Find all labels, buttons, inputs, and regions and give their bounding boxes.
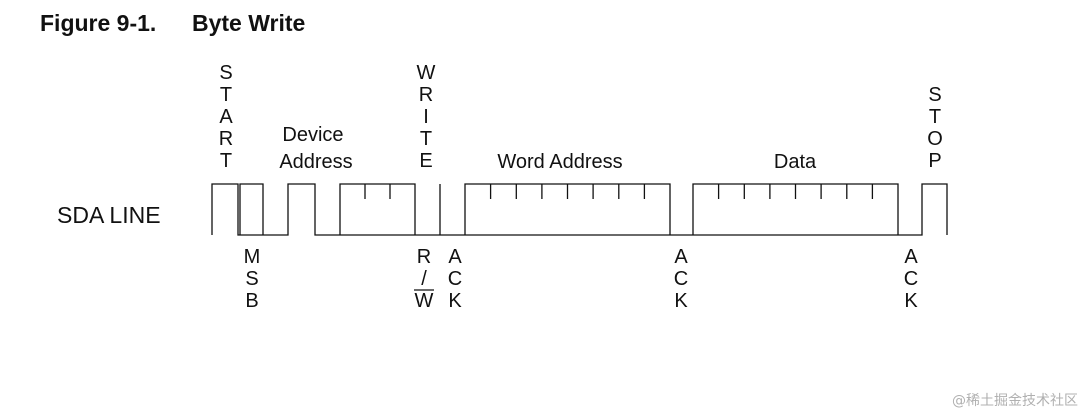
rw-letter: W: [415, 290, 434, 312]
write-letter: T: [420, 128, 432, 150]
msb-letter: B: [245, 290, 258, 312]
sda-waveform: [211, 183, 948, 236]
stop-letter: O: [927, 128, 943, 150]
start-letter: A: [219, 106, 233, 128]
start-letter: R: [219, 128, 233, 150]
write-label: W R I T E: [417, 62, 436, 172]
write-letter: W: [417, 62, 436, 84]
ack-letter: C: [904, 268, 918, 290]
rw-letter: R: [417, 246, 431, 268]
start-letter: S: [219, 62, 232, 84]
word-address-label: Word Address: [497, 151, 622, 173]
write-letter: I: [423, 106, 429, 128]
rw-letter: /: [421, 268, 427, 290]
device-address-line: Address: [279, 151, 352, 173]
ack-letter: K: [448, 290, 462, 312]
ack-letter: A: [904, 246, 918, 268]
device-address-label: Device Address: [279, 124, 352, 173]
stop-label: S T O P: [927, 84, 943, 172]
write-letter: R: [419, 84, 433, 106]
ack-letter: K: [904, 290, 918, 312]
start-letter: T: [220, 84, 232, 106]
msb-letter: M: [244, 246, 261, 268]
ack-letter: A: [674, 246, 688, 268]
sda-signal-path: [211, 183, 948, 236]
ack-letter: C: [674, 268, 688, 290]
ack-label-1: A C K: [448, 246, 463, 312]
watermark-text: @稀土掘金技术社区: [952, 393, 1078, 409]
ack-label-3: A C K: [904, 246, 919, 312]
ack-letter: K: [674, 290, 688, 312]
figure-title: Figure 9-1. Byte Write: [40, 10, 305, 37]
stop-letter: S: [928, 84, 941, 106]
stop-letter: T: [929, 106, 941, 128]
figure-number: Figure 9-1.: [40, 10, 157, 36]
figure-name: Byte Write: [192, 10, 306, 36]
device-address-line: Device: [282, 124, 343, 146]
ack-letter: A: [448, 246, 462, 268]
write-letter: E: [419, 150, 432, 172]
sda-line-label: SDA LINE: [57, 202, 161, 228]
stop-letter: P: [928, 150, 941, 172]
start-label: S T A R T: [219, 62, 234, 172]
msb-letter: S: [245, 268, 258, 290]
rw-label: R / W: [414, 246, 434, 312]
ack-letter: C: [448, 268, 462, 290]
data-label: Data: [774, 151, 817, 173]
msb-label: M S B: [244, 246, 261, 312]
ack-label-2: A C K: [674, 246, 689, 312]
start-letter: T: [220, 150, 232, 172]
